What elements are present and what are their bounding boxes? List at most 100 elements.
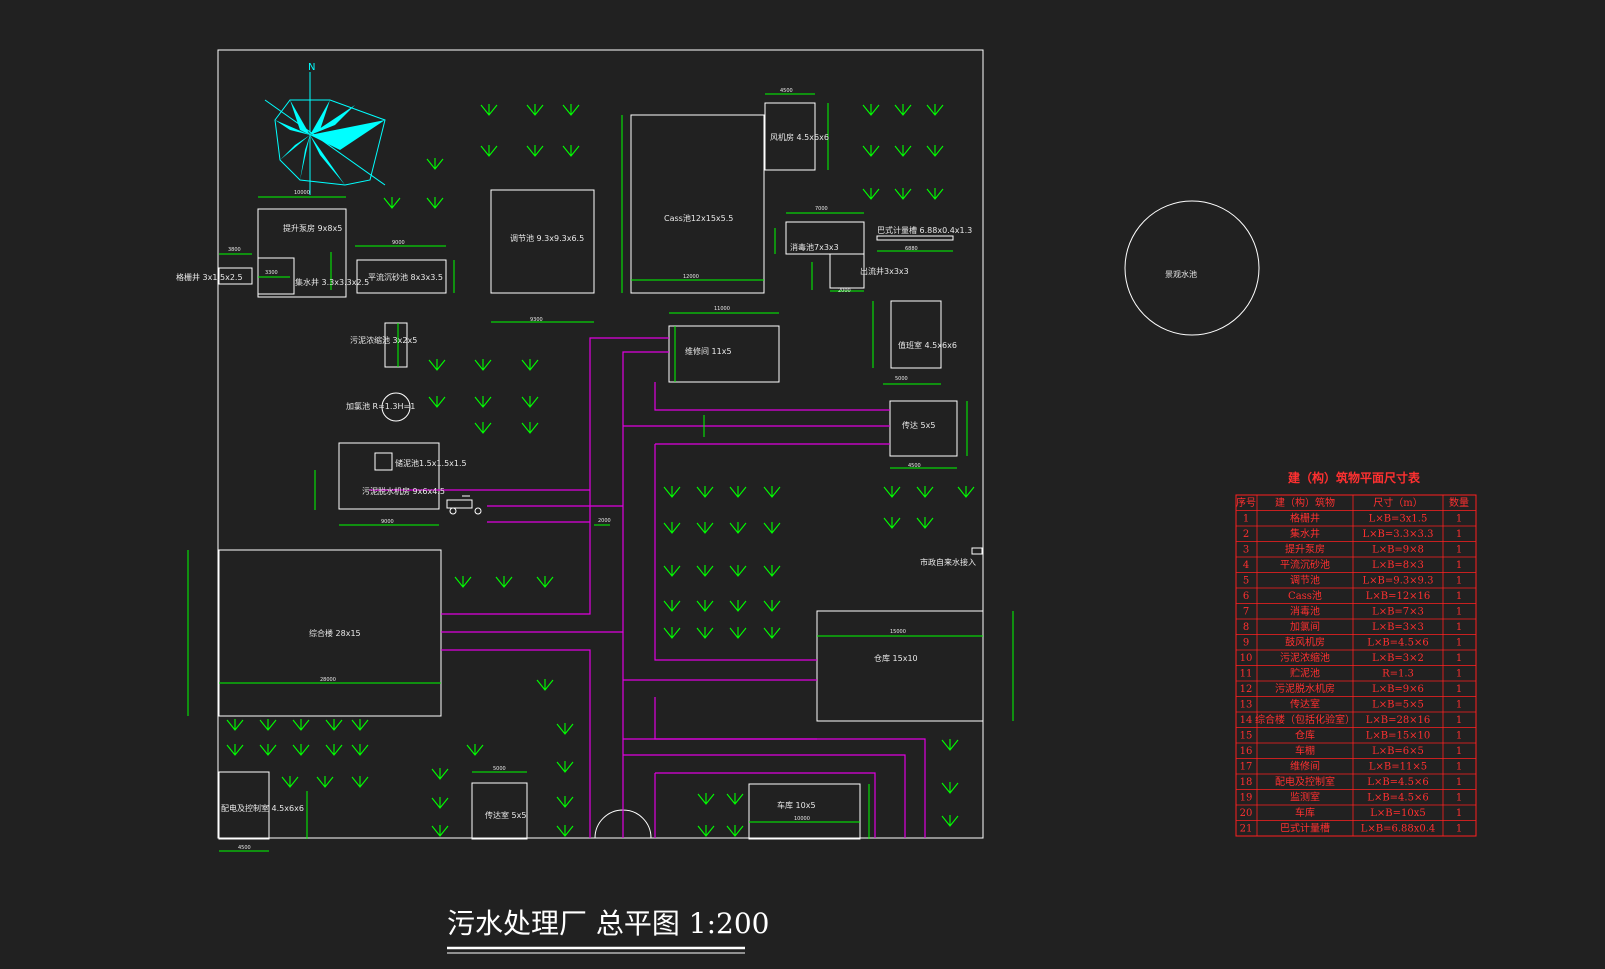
tree-icon	[862, 104, 880, 116]
pipe-segment	[654, 382, 890, 411]
label-garage: 车库 10x5	[777, 800, 816, 810]
table-cell: 16	[1240, 746, 1253, 757]
collecting-well-building	[257, 257, 295, 295]
table-cell: 配电及控制室	[1275, 775, 1335, 788]
table-cell: 监测室	[1290, 791, 1320, 804]
table-cell: R=1.3	[1382, 669, 1414, 680]
dim-text-30: 2000	[598, 518, 611, 524]
tree-icon	[941, 815, 959, 827]
pipe-segment	[441, 351, 669, 633]
table-cell: 提升泵房	[1285, 543, 1325, 556]
table-title: 建（构）筑物平面尺寸表	[1287, 470, 1421, 485]
tree-icon	[521, 422, 539, 434]
table-cell: 1	[1456, 684, 1462, 695]
table-header-cell: 尺寸（m）	[1373, 496, 1422, 509]
garage-building	[748, 783, 861, 840]
tree-icon	[729, 600, 747, 612]
tree-icon	[926, 104, 944, 116]
table-cell: 车库	[1295, 806, 1315, 819]
tree-icon	[426, 197, 444, 209]
tree-icon	[697, 825, 715, 837]
tree-icon	[763, 522, 781, 534]
tree-icon	[521, 396, 539, 408]
main-gate-icon	[594, 809, 652, 839]
label-blower-room: 风机房 4.5x6x6	[770, 132, 829, 142]
dim-text-14: 6880	[905, 246, 918, 252]
label-repair-room: 维修间 11x5	[685, 346, 732, 356]
table-cell: 6	[1243, 591, 1249, 602]
table-cell: 仓库	[1295, 729, 1315, 742]
table-cell: 1	[1456, 731, 1462, 742]
label-lifting-pump: 提升泵房 9x8x5	[283, 223, 342, 233]
table-cell: 贮泥池	[1290, 667, 1320, 680]
table-cell: 20	[1240, 808, 1253, 819]
table-cell: L×B=4.5×6	[1367, 638, 1428, 649]
tree-icon	[480, 145, 498, 157]
tree-icon	[316, 776, 334, 788]
table-cell: 污泥浓缩池	[1280, 651, 1330, 664]
tree-icon	[862, 145, 880, 157]
dim-text-26: 5000	[493, 766, 506, 772]
table-cell: L×B=3×3	[1372, 622, 1424, 633]
table-cell: 11	[1240, 669, 1253, 680]
tree-icon	[383, 197, 401, 209]
tree-symbols	[226, 104, 975, 837]
tree-icon	[226, 719, 244, 731]
dim-text-21: 28000	[320, 677, 336, 683]
pipe-segment	[654, 697, 817, 740]
table-cell: 10	[1240, 653, 1253, 664]
table-cell: 8	[1243, 622, 1249, 633]
label-control-room: 配电及控制室 4.5x6x6	[221, 803, 304, 813]
dim-text-15: 2000	[838, 288, 851, 294]
table-cell: 1	[1456, 514, 1462, 525]
table-cell: L×B=9×6	[1372, 684, 1424, 695]
label-duty-room: 值班室 4.5x6x6	[898, 340, 957, 350]
tree-icon	[454, 576, 472, 588]
table-cell: 1	[1456, 607, 1462, 618]
label-outflow-well: 出流井3x3x3	[860, 266, 909, 276]
table-cell: 1	[1456, 591, 1462, 602]
tree-icon	[696, 627, 714, 639]
table-cell: 维修间	[1290, 760, 1320, 773]
label-regulating-tank: 调节池 9.3x9.3x6.5	[510, 233, 584, 243]
table-cell: 5	[1243, 576, 1249, 587]
landscape-pool	[1124, 200, 1260, 336]
north-compass-icon: N	[264, 62, 386, 195]
tree-icon	[325, 719, 343, 731]
dim-text-1: 10000	[294, 190, 310, 196]
blower-room-building	[764, 102, 816, 171]
tree-icon	[696, 565, 714, 577]
table-cell: 调节池	[1290, 574, 1320, 587]
tree-icon	[351, 719, 369, 731]
control-room-building	[218, 771, 270, 840]
label-office-building: 综合楼 28x15	[309, 628, 361, 638]
tree-icon	[883, 486, 901, 498]
label-parshall: 巴式计量槽 6.88x0.4x1.3	[877, 225, 972, 235]
tree-icon	[729, 486, 747, 498]
dim-text-8: 12000	[683, 274, 699, 280]
north-label: N	[308, 62, 315, 73]
tree-icon	[941, 782, 959, 794]
tree-icon	[763, 486, 781, 498]
tree-icon	[696, 486, 714, 498]
repair-room-building	[668, 325, 780, 383]
tree-icon	[536, 576, 554, 588]
table-cell: 巴式计量槽	[1280, 822, 1330, 835]
lifting-pump-building	[257, 208, 347, 298]
table-cell: 1	[1456, 715, 1462, 726]
site-boundary	[217, 49, 984, 839]
dosing-building	[381, 392, 411, 422]
table-cell: 1	[1456, 824, 1462, 835]
tree-icon	[480, 104, 498, 116]
table-cell: 污泥脱水机房	[1275, 682, 1335, 695]
label-grid-well: 格栅井 3x1.5x2.5	[176, 272, 243, 282]
table-cell: L×B=3x1.5	[1369, 514, 1428, 525]
table-cell: L×B=9.3×9.3	[1363, 576, 1434, 587]
table-cell: 1	[1456, 638, 1462, 649]
dimension-lines	[187, 93, 1014, 852]
pipe-segment	[654, 444, 817, 661]
tree-icon	[226, 744, 244, 756]
label-dosing: 加氯池 R=1.3H=1	[346, 401, 415, 411]
table-cell: 1	[1456, 808, 1462, 819]
